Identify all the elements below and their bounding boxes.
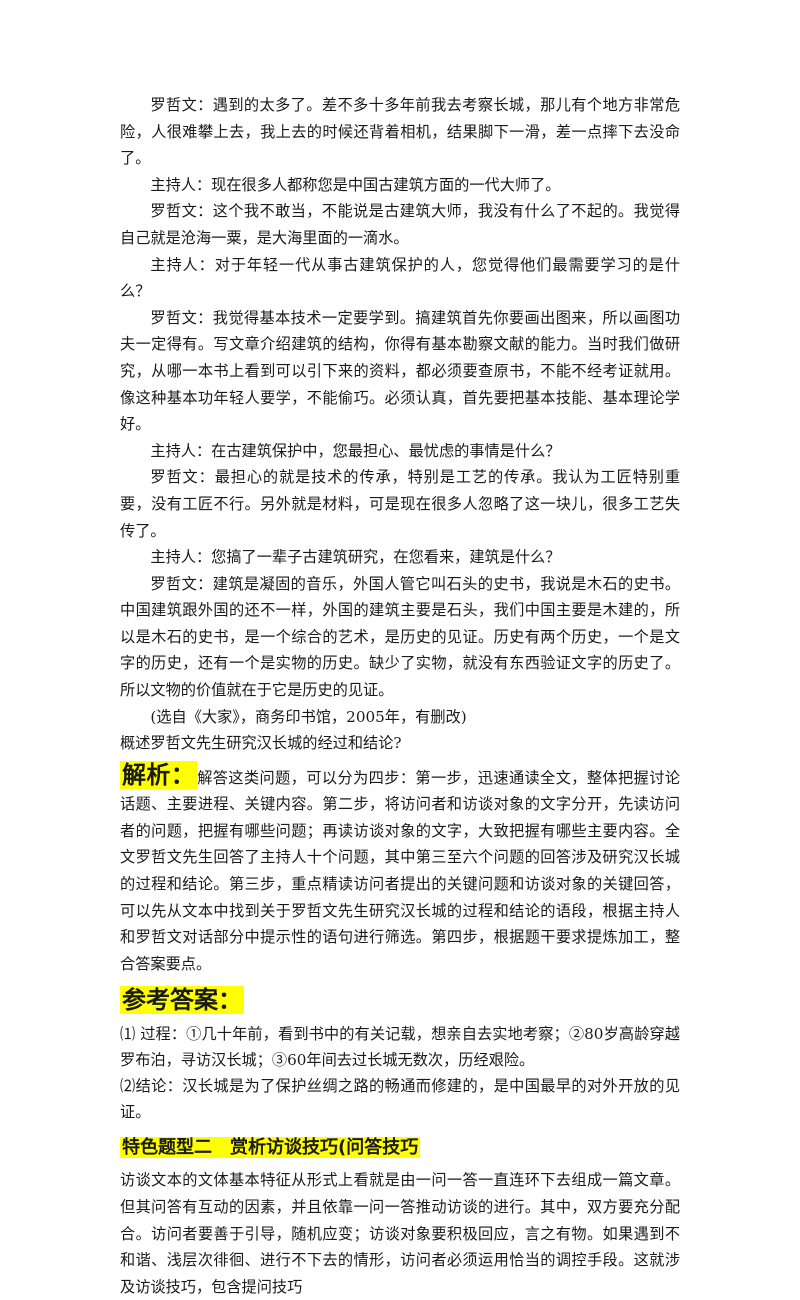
- source-citation: (选自《大家》，商务印书馆，2005年，有删改): [150, 707, 467, 726]
- dialogue-paragraph: 罗哲文：遇到的太多了。差不多十多年前我去考察长城，那儿有个地方非常危险，人很难攀…: [120, 96, 680, 168]
- section-heading: 特色题型二 赏析访谈技巧(问答技巧: [120, 1135, 680, 1161]
- analysis-text: 解答这类问题，可以分为四步：第一步，迅速通读全文，整体把握讨论话题、主要进程、关…: [120, 768, 681, 973]
- dialogue-paragraph: 主持人：在古建筑保护中，您最担心、最忧虑的事情是什么？: [150, 441, 561, 460]
- analysis-block: 解析：解答这类问题，可以分为四步：第一步，迅速通读全文，整体把握讨论话题、主要进…: [120, 760, 680, 978]
- dialogue-paragraph: 主持人：对于年轻一代从事古建筑保护的人，您觉得他们最需要学习的是什么？: [120, 255, 680, 301]
- section-intro: 访谈文本的文体基本特征从形式上看就是由一问一答一直连环下去组成一篇文章。但其问答…: [120, 1171, 680, 1296]
- analysis-label: 解析：: [120, 760, 198, 789]
- document-page: 罗哲文：遇到的太多了。差不多十多年前我去考察长城，那儿有个地方非常危险，人很难攀…: [120, 96, 680, 1296]
- dialogue-paragraph: 罗哲文：建筑是凝固的音乐，外国人管它叫石头的史书，我说是木石的史书。中国建筑跟外…: [120, 574, 680, 700]
- answer-label: 参考答案：: [120, 986, 244, 1015]
- section-title: 特色题型二 赏析访谈技巧(问答技巧: [120, 1137, 421, 1159]
- dialogue-paragraph: 主持人：您搞了一辈子古建筑研究，在您看来，建筑是什么？: [150, 548, 561, 567]
- question-text: 概述罗哲文先生研究汉长城的经过和结论?: [120, 733, 402, 752]
- answer-heading: 参考答案：: [120, 985, 680, 1015]
- dialogue-paragraph: 罗哲文：这个我不敢当，不能说是古建筑大师，我没有什么了不起的。我觉得自己就是沧海…: [120, 202, 680, 247]
- answer-item: ⑴ 过程：①几十年前，看到书中的有关记载，想亲自去实地考察；②80岁高龄穿越罗布…: [120, 1025, 680, 1070]
- document-body: 罗哲文：遇到的太多了。差不多十多年前我去考察长城，那儿有个地方非常危险，人很难攀…: [120, 92, 680, 1300]
- interview-dialogue: 罗哲文：遇到的太多了。差不多十多年前我去考察长城，那儿有个地方非常危险，人很难攀…: [120, 92, 680, 704]
- dialogue-paragraph: 罗哲文：我觉得基本技术一定要学到。搞建筑首先你要画出图来，所以画图功夫一定得有。…: [120, 308, 680, 434]
- answer-item: ⑵结论：汉长城是为了保护丝绸之路的畅通而修建的，是中国最早的对外开放的见证。: [120, 1077, 680, 1122]
- dialogue-paragraph: 主持人：现在很多人都称您是中国古建筑方面的一代大师了。: [150, 175, 561, 194]
- dialogue-paragraph: 罗哲文：最担心的就是技术的传承，特别是工艺的传承。我认为工匠特别重要，没有工匠不…: [120, 468, 680, 540]
